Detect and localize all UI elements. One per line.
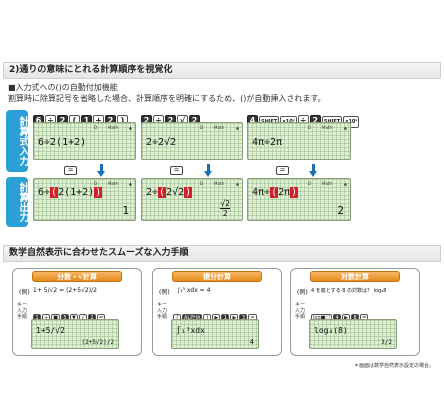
screen-result: 4 <box>249 338 254 346</box>
key-steps: 1+■5▼√2= <box>33 304 106 323</box>
arrow-down-icon-stem-2 <box>207 164 210 172</box>
arrow-down-icon <box>204 171 212 177</box>
indicator-up: ▲ <box>343 181 347 186</box>
panel-title: 対数計算 <box>310 271 400 282</box>
input-expression: 2÷2√2 <box>146 137 177 148</box>
arrow-down-icon <box>309 171 317 177</box>
indicator-d: D <box>200 125 204 130</box>
output-result: 2 <box>337 204 344 217</box>
lcd-output-3: D Math ▲ 4π÷(2π) 2 <box>247 178 351 221</box>
key-steps-label: キー入力手順 <box>157 302 168 320</box>
indicator-d: D <box>94 181 98 186</box>
indicator-d: D <box>308 125 312 130</box>
indicator-up: ▲ <box>235 181 239 186</box>
equals-key-3[interactable]: = <box>276 166 289 175</box>
arrow-down-icon-stem-3 <box>312 164 315 172</box>
panel-fraction-sqrt: 分数・√計算 (例) 1+ 5/√2 = (2+5√2)/2 キー入力手順 1+… <box>12 268 142 356</box>
output-expression: 2÷(2√2) <box>146 187 193 198</box>
example-label: (例) <box>19 289 30 296</box>
auto-paren-open: ( <box>158 187 167 198</box>
feature-subtitle: ■入力式への()の自動付加機能 <box>8 83 118 92</box>
screen-expression: ∫₁³xdx <box>176 326 205 335</box>
example-formula: ∫₁³ xdx = 4 <box>177 287 211 294</box>
lcd-input-2: D Math ▲ 2÷2√2 <box>141 122 243 160</box>
lcd-input-1: D Math ▲ 6÷2(1+2) <box>33 122 136 160</box>
tab-calc-output: 計算出力 <box>6 177 28 227</box>
indicator-math: Math <box>108 125 119 130</box>
section-header-visualize: 2)通りの意味にとれる計算順序を視覚化 <box>3 62 441 79</box>
auto-paren-close: ) <box>290 187 299 198</box>
auto-paren-close: ) <box>94 187 103 198</box>
equals-key-2[interactable]: = <box>170 166 183 175</box>
screen-expression: log₄(8) <box>314 326 348 335</box>
tab-calc-input: 計算式入力 <box>6 110 28 172</box>
panel-title: 積分計算 <box>172 271 262 282</box>
indicator-up: ▲ <box>128 125 132 130</box>
indicator-math: Math <box>214 181 225 186</box>
arrow-down-icon <box>97 171 105 177</box>
screen-result: 3/2 <box>381 339 392 346</box>
key-sequence-2: 2÷2√2 <box>141 108 241 127</box>
example-formula: 1+ 5/√2 = (2+5√2)/2 <box>33 287 97 294</box>
input-expression: 4π÷2π <box>252 137 283 148</box>
indicator-math: Math <box>322 125 333 130</box>
key-steps-label: キー入力手順 <box>17 302 28 320</box>
indicator-math: Math <box>214 125 225 130</box>
input-expression: 6÷2(1+2) <box>38 137 87 148</box>
key-steps-label: キー入力手順 <box>295 302 306 320</box>
feature-description: 割算時に除算記号を省略した場合、計算順序を明確にするため、()が自動挿入されます… <box>8 94 326 103</box>
equals-key-1[interactable]: = <box>64 166 77 175</box>
indicator-up: ▲ <box>343 125 347 130</box>
example-formula: 4 を底とする 8 の対数は？ log₄8 <box>311 288 387 294</box>
lcd-panel-1: 1+5/√2 (2+5√2)/2 <box>31 319 119 349</box>
panel-title: 分数・√計算 <box>32 271 122 282</box>
lcd-output-1: D Math ▲ 6÷(2(1+2)) 1 <box>33 178 136 221</box>
lcd-panel-2: ∫₁³xdx 4 <box>171 319 259 349</box>
section-header-input-steps: 数学自然表示に合わせたスムーズな入力手順 <box>3 245 441 262</box>
tab-calc-output-label: 計算出力 <box>17 182 28 222</box>
indicator-d: D <box>308 181 312 186</box>
example-label: (例) <box>297 289 308 296</box>
indicator-d: D <box>200 181 204 186</box>
panel-integral: 積分計算 (例) ∫₁³ xdx = 4 キー入力手順 ∫ALPHA)▶1▶3=… <box>152 268 282 356</box>
output-result: 1 <box>122 204 129 217</box>
indicator-math: Math <box>322 181 333 186</box>
key-steps: ∫ALPHA)▶1▶3= <box>173 304 258 323</box>
auto-paren-open: ( <box>270 187 279 198</box>
lcd-input-3: D Math ▲ 4π÷2π <box>247 122 351 160</box>
screen-result: (2+5√2)/2 <box>81 339 114 346</box>
indicator-up: ▲ <box>128 181 132 186</box>
panel-logarithm: 対数計算 (例) 4 を底とする 8 の対数は？ log₄8 キー入力手順 lo… <box>290 268 420 356</box>
lcd-panel-3: log₄(8) 3/2 <box>309 319 397 349</box>
example-label: (例) <box>159 289 170 296</box>
tab-calc-input-label: 計算式入力 <box>17 116 28 166</box>
indicator-math: Math <box>108 181 119 186</box>
arrow-down-icon-stem-1 <box>100 164 103 172</box>
footnote: ＊画面は数学自然表示設定の場合。 <box>353 363 434 369</box>
output-expression: 4π÷(2π) <box>252 187 299 198</box>
screen-expression: 1+5/√2 <box>36 326 65 335</box>
indicator-up: ▲ <box>235 125 239 130</box>
auto-paren-open: ( <box>50 187 59 198</box>
indicator-d: D <box>94 125 98 130</box>
output-expression: 6÷(2(1+2)) <box>38 187 103 198</box>
auto-paren-close: ) <box>184 187 193 198</box>
